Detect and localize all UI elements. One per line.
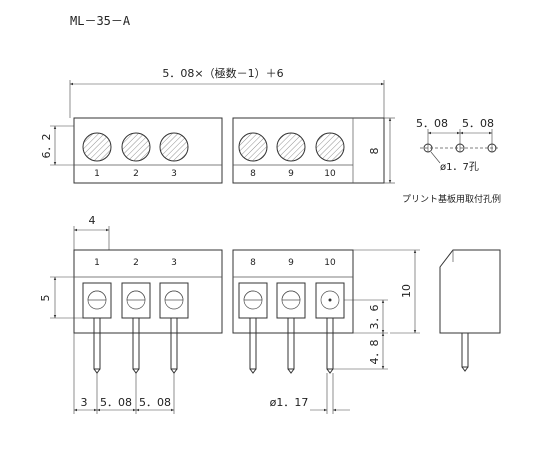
- top-height-right: 8: [368, 148, 381, 155]
- clamp-window: [276, 282, 306, 319]
- pin-number: 1: [94, 169, 100, 179]
- pin-number: 8: [250, 258, 256, 268]
- bottom-dim-508b: 5．08: [139, 396, 171, 409]
- top-block-right: [232, 117, 385, 184]
- front-dim-36: 3．6: [368, 305, 381, 330]
- pin: [170, 317, 178, 374]
- pin-number: 3: [171, 258, 177, 268]
- pcb-pitch-1: 5．08: [416, 117, 448, 130]
- clamp-window: [238, 282, 268, 319]
- pcb-hole-size: ø1．7孔: [440, 161, 479, 173]
- pin: [93, 317, 101, 374]
- pin-number: 2: [133, 169, 139, 179]
- pin-number: 2: [133, 258, 139, 268]
- top-block-left: [73, 117, 223, 184]
- pin-number: 1: [94, 258, 100, 268]
- pin-diameter: ø1．17: [270, 396, 309, 409]
- pin: [326, 317, 334, 374]
- bottom-dim-3: 3: [81, 396, 88, 409]
- pcb-hole: [423, 143, 433, 153]
- screw-head: [315, 132, 345, 162]
- pcb-hole: [455, 143, 465, 153]
- pin-number: 8: [250, 169, 256, 179]
- top-view: 5．08×（極数－1）＋6 1 2 3 8 9 10 6．2 8: [40, 66, 395, 184]
- pin-number: 10: [324, 258, 336, 268]
- front-block-left: [73, 249, 223, 334]
- pin-number: 3: [171, 169, 177, 179]
- pin: [249, 317, 257, 374]
- pcb-pitch-2: 5．08: [462, 117, 494, 130]
- front-dim-4: 4: [89, 214, 96, 227]
- pin-number: 10: [324, 169, 336, 179]
- screw-head: [159, 132, 189, 162]
- pcb-caption: プリント基板用取付孔例: [402, 193, 501, 205]
- pin-number: 9: [288, 169, 294, 179]
- front-dim-48: 4．8: [368, 340, 381, 365]
- model-name: ML－35－A: [70, 14, 131, 28]
- screw-head: [276, 132, 306, 162]
- pcb-hole: [487, 143, 497, 153]
- clamp-window: [82, 282, 112, 319]
- pcb-hole-pattern: 5．08 5．08 ø1．7孔 プリント基板用取付孔例: [402, 117, 501, 205]
- pin: [287, 317, 295, 374]
- top-height-left: 6．2: [40, 134, 53, 159]
- screw-head: [121, 132, 151, 162]
- pin-number: 9: [288, 258, 294, 268]
- clamp-window: [121, 282, 151, 319]
- screw-head: [82, 132, 112, 162]
- front-dim-5: 5: [39, 295, 52, 302]
- front-dim-10: 10: [400, 284, 413, 298]
- bottom-dim-508a: 5．08: [100, 396, 132, 409]
- clamp-window: [315, 282, 345, 319]
- side-view: [439, 249, 501, 372]
- clamp-window: [159, 282, 189, 319]
- pin: [132, 317, 140, 374]
- front-view: 4 1 2 3 8 9 10: [39, 214, 420, 414]
- top-width-formula: 5．08×（極数－1）＋6: [162, 66, 283, 80]
- screw-head: [238, 132, 268, 162]
